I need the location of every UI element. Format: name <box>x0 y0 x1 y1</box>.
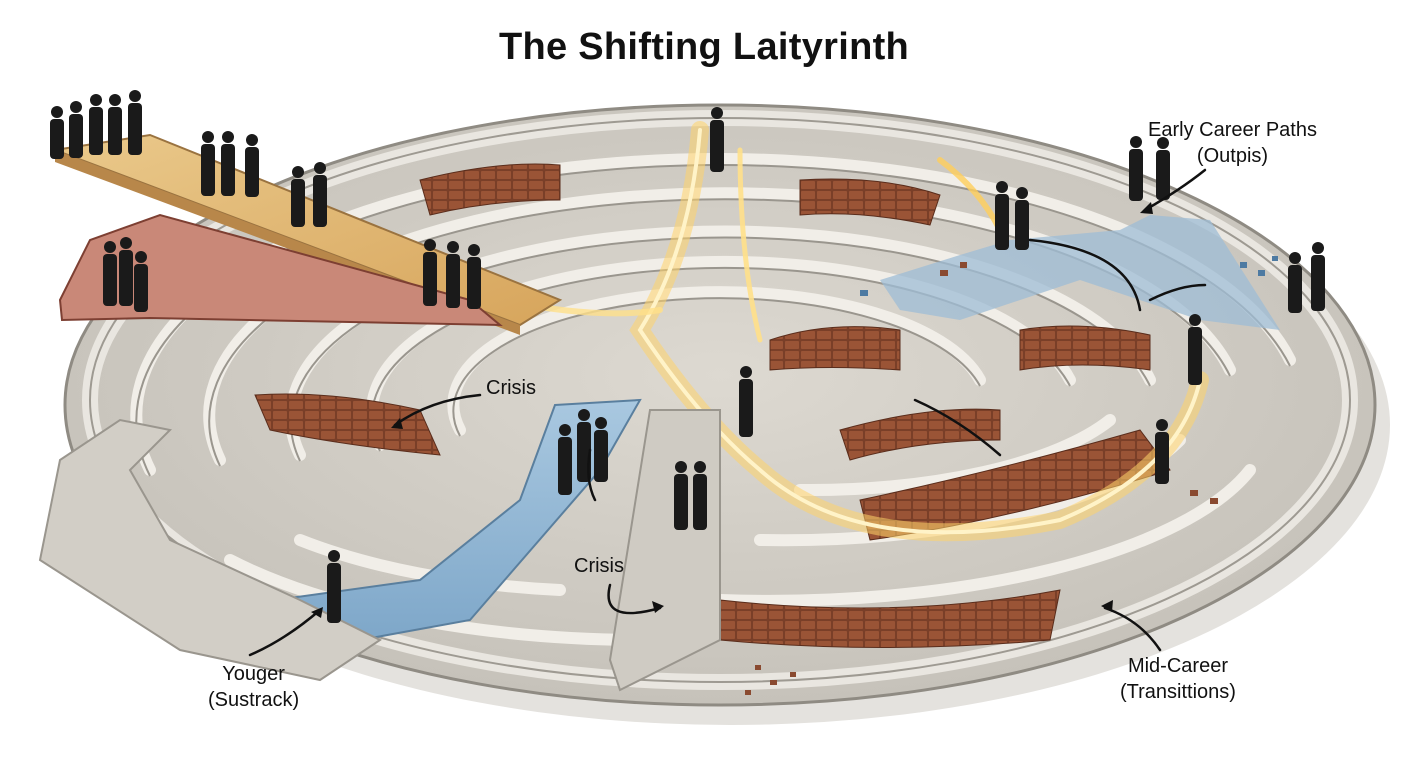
arrow-younger <box>248 608 322 657</box>
label-younger-line1: Youger <box>222 663 285 685</box>
blue-path-upper <box>880 215 1280 330</box>
person-group-center-walkway <box>674 461 707 530</box>
blue-debris <box>860 256 1278 296</box>
arrow-crisis-upper <box>393 393 482 427</box>
label-crisis-lower: Crisis <box>574 553 624 579</box>
arrow-blue-curve <box>1028 238 1142 312</box>
label-mid-career: Mid-Career (Transittions) <box>1120 653 1236 705</box>
label-younger-line2: (Sustrack) <box>208 689 300 711</box>
person-group-crisis <box>558 409 608 495</box>
people-silhouettes <box>50 90 1325 623</box>
arrow-crisis-junction <box>587 448 597 502</box>
label-early-career-line1: Early Career Paths <box>1148 119 1317 141</box>
arrow-mid-brick <box>913 398 1002 457</box>
label-mid-career-line1: Mid-Career <box>1127 655 1228 677</box>
red-path <box>58 213 503 327</box>
label-crisis-upper: Crisis <box>486 375 536 401</box>
person-group-top-right <box>995 136 1170 250</box>
label-mid-career-line2: (Transittions) <box>1120 681 1236 703</box>
arrow-crisis-lower <box>607 583 662 615</box>
label-younger: Youger (Sustrack) <box>208 661 299 713</box>
page-title: The Shifting Laityrinth <box>498 26 910 68</box>
brick-sections <box>254 163 1171 648</box>
left-arm-walkway <box>38 418 382 682</box>
label-crisis-upper-text: Crisis <box>486 377 536 399</box>
person-group-right-edge <box>1155 242 1325 484</box>
label-early-career-line2: (Outpis) <box>1196 145 1269 167</box>
person-group-walkway <box>201 131 327 227</box>
arrow-right-blue <box>1148 283 1207 302</box>
person-younger-path <box>327 550 341 623</box>
person-top-center <box>710 107 724 172</box>
person-group-entrance <box>50 90 142 159</box>
person-center-path <box>739 366 753 437</box>
arrow-heads <box>311 202 1153 618</box>
debris <box>745 262 1218 695</box>
person-group-red-path <box>103 237 148 312</box>
label-crisis-lower-text: Crisis <box>574 555 624 577</box>
central-walkway <box>608 409 721 692</box>
label-early-career: Early Career Paths (Outpis) <box>1148 117 1317 169</box>
person-group-junction <box>423 239 481 309</box>
